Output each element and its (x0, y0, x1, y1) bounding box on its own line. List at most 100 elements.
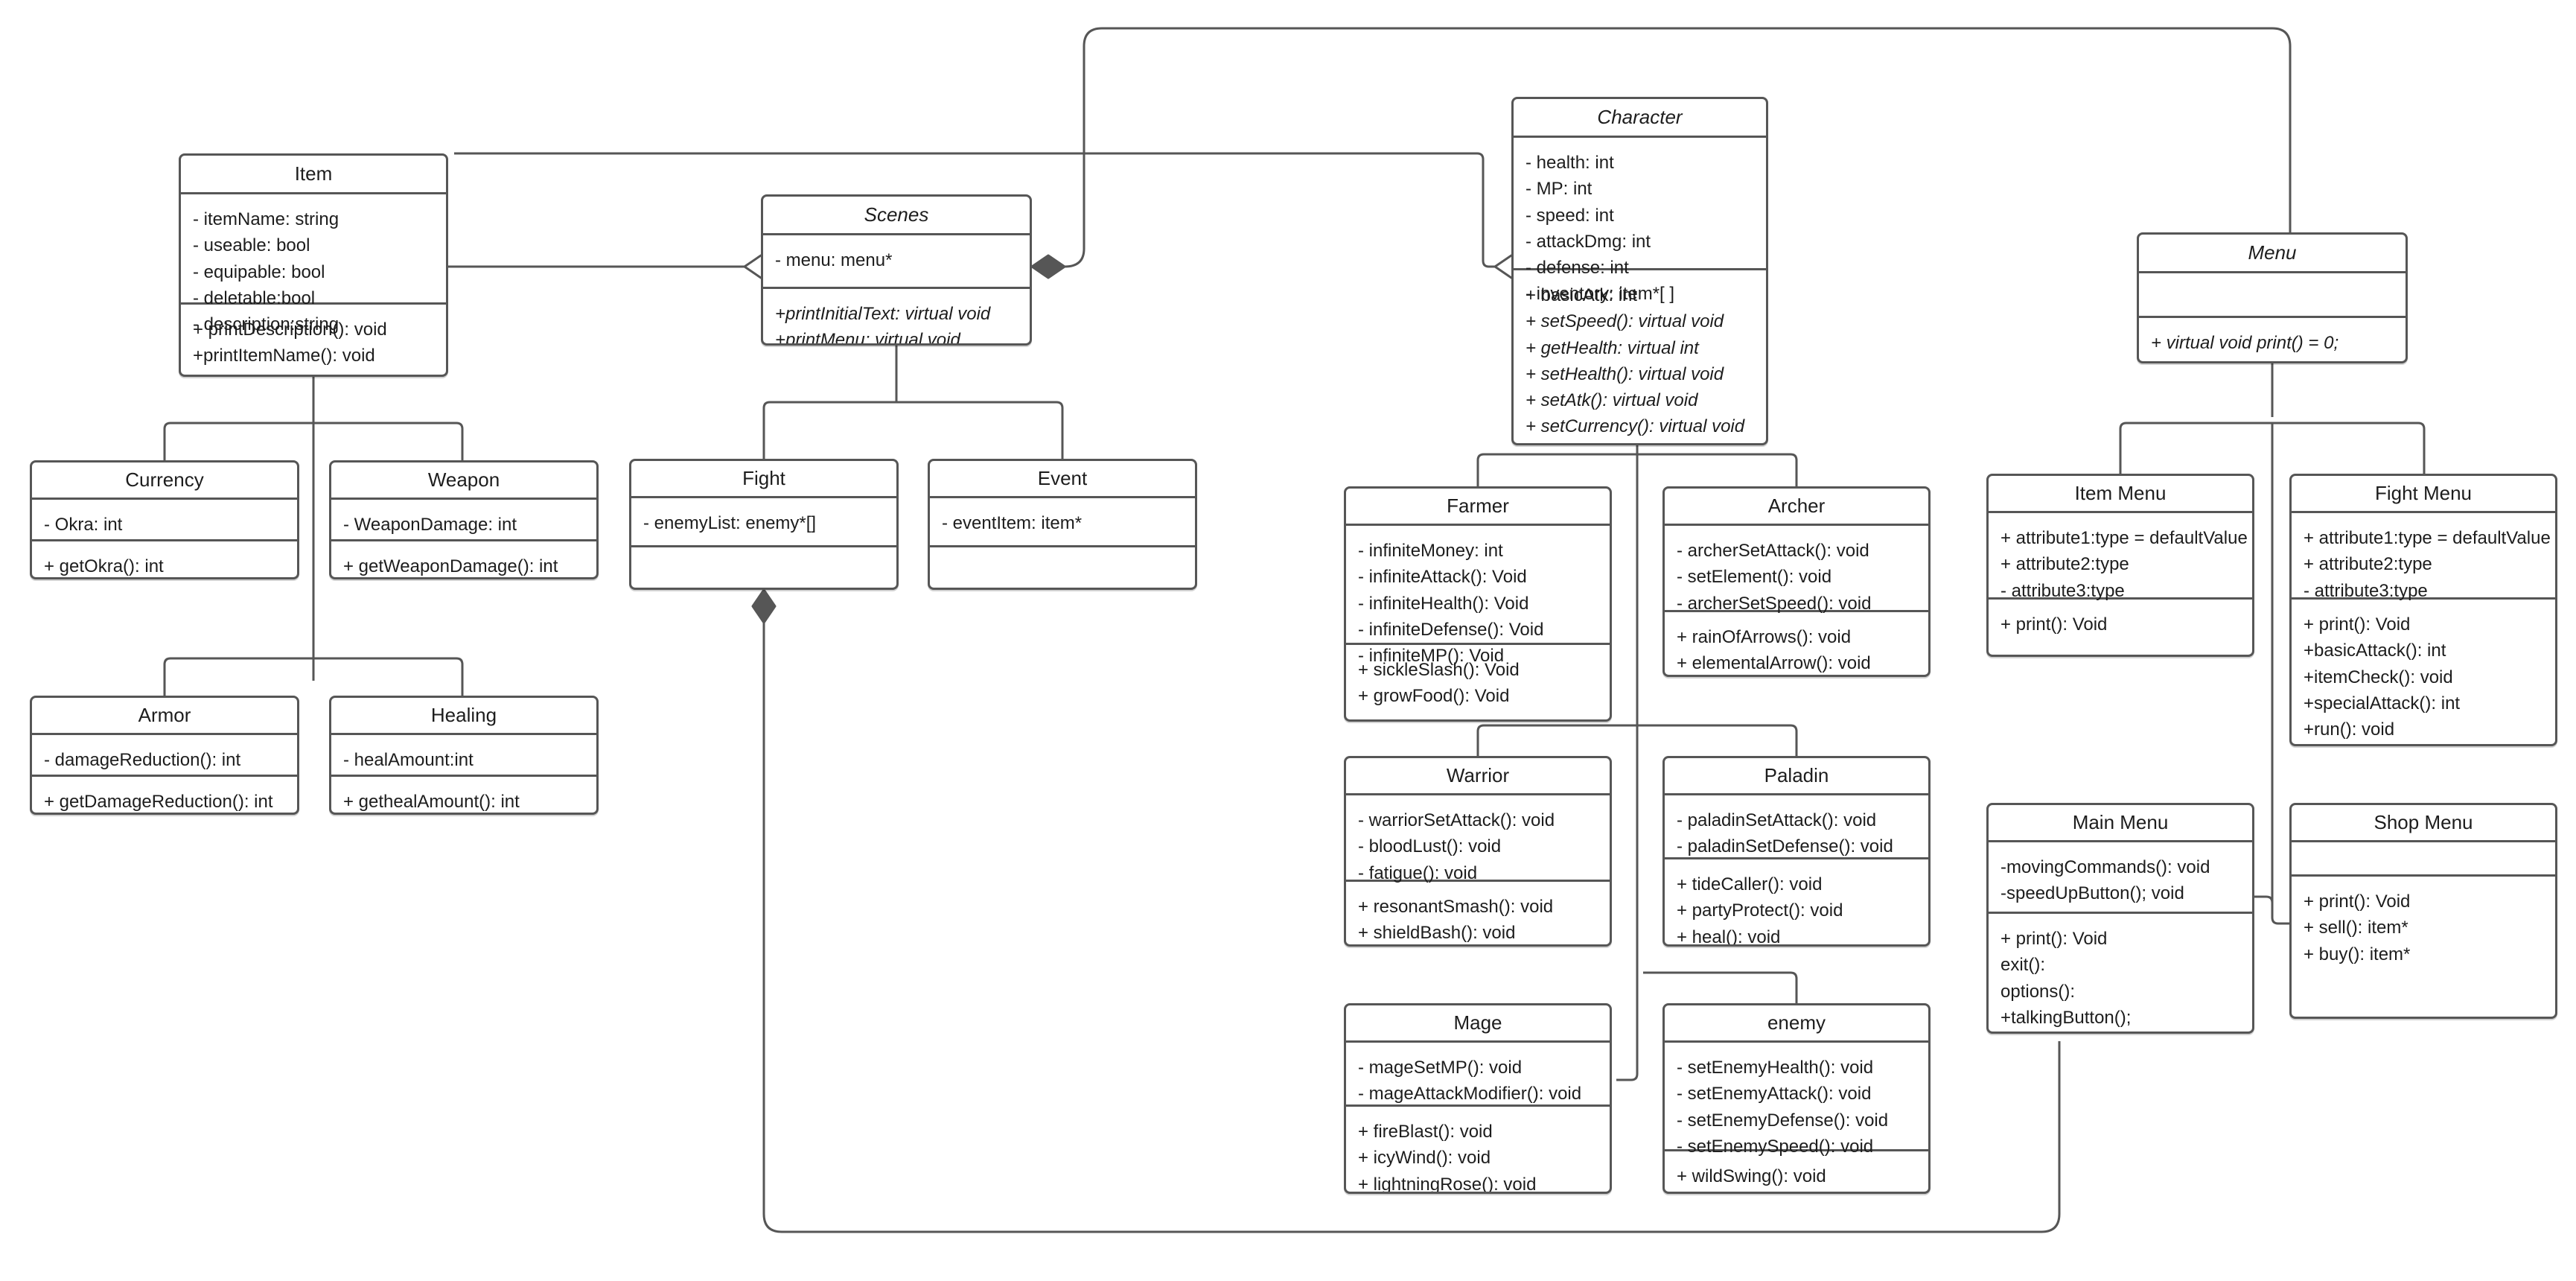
edge-character-to-mage (1616, 973, 1639, 1081)
uml-class-item[interactable]: Item- itemName: string- useable: bool- e… (179, 153, 448, 377)
uml-class-menu[interactable]: Menu + virtual void print() = 0; (2137, 232, 2408, 363)
operation: + lightningRose(): void (1358, 1174, 1537, 1194)
uml-class-scenes[interactable]: Scenes- menu: menu*+printInitialText: vi… (761, 194, 1032, 346)
class-attributes-farmer: - infiniteMoney: int- infiniteAttack(): … (1346, 526, 1610, 666)
attribute: - MP: int (1525, 179, 1593, 200)
class-operations-armor: + getDamageReduction(): int (32, 777, 297, 813)
attribute: - archerSetSpeed(): void (1677, 593, 1872, 614)
class-attributes-archer: - archerSetAttack(): void- setElement():… (1665, 526, 1928, 614)
attribute: - description:string (193, 314, 339, 335)
class-attributes-armor: - damageReduction(): int (32, 735, 297, 777)
class-operations-character: + basicAtk: int+ setSpeed(): virtual voi… (1514, 270, 1766, 444)
attribute: - menu: menu* (775, 250, 893, 270)
class-attributes-scenes: - menu: menu* (763, 235, 1030, 289)
class-operations-healing: + gethealAmount(): int (331, 777, 596, 813)
class-name-character: Character (1514, 99, 1766, 138)
class-name-fight: Fight (631, 461, 896, 498)
operation: + basicAtk: int (1525, 285, 1638, 305)
attribute: - warriorSetAttack(): void (1358, 810, 1555, 830)
operation: + setDefense(): virtual void (1525, 440, 1756, 444)
attribute: - setElement(): void (1677, 567, 1832, 588)
attribute: - paladinSetAttack(): void (1677, 810, 1877, 830)
uml-class-warrior[interactable]: Warrior- warriorSetAttack(): void- blood… (1344, 756, 1612, 947)
uml-class-farmer[interactable]: Farmer- infiniteMoney: int- infiniteAtta… (1344, 486, 1612, 722)
class-attributes-mage: - mageSetMP(): void- mageAttackModifier(… (1346, 1043, 1610, 1107)
attribute: - fatigue(): void (1358, 862, 1478, 883)
uml-class-fight[interactable]: Fight- enemyList: enemy*[] (629, 459, 899, 590)
edge-item-to-currency-weapon (163, 422, 464, 460)
operation: + buy(): item* (2304, 944, 2411, 964)
edge-item-to-armor-healing (163, 657, 464, 696)
attribute: + attribute2:type (2000, 554, 2129, 575)
operation: + virtual void print() = 0; (2151, 333, 2339, 353)
attribute: - damageReduction(): int (44, 750, 241, 770)
edge-character-to-enemy (1643, 971, 1798, 1003)
class-operations-currency: + getOkra(): int (32, 541, 297, 577)
uml-class-event[interactable]: Event - eventItem: item* (928, 459, 1197, 590)
uml-class-paladin[interactable]: Paladin- paladinSetAttack(): void- palad… (1662, 756, 1931, 947)
uml-class-armor[interactable]: Armor - damageReduction(): int + getDamage… (30, 696, 299, 815)
class-operations-shopmenu: + print(): Void+ sell(): item*+ buy(): i… (2292, 877, 2555, 979)
composition-diamond-scenes-right (1030, 254, 1066, 279)
edge-menu-to-itemmenu-fightmenu (2119, 422, 2426, 474)
class-name-healing: Healing (331, 698, 596, 735)
class-attributes-fight: - enemyList: enemy*[] (631, 498, 896, 547)
class-name-shopmenu: Shop Menu (2292, 805, 2555, 842)
uml-class-mainmenu[interactable]: Main Menu-movingCommands(): void-speedUp… (1986, 803, 2254, 1034)
attribute: - attribute3:type (2304, 580, 2428, 601)
class-attributes-shopmenu (2292, 842, 2555, 877)
attribute: - itemName: string (193, 209, 339, 229)
class-name-farmer: Farmer (1346, 489, 1610, 526)
uml-class-mage[interactable]: Mage- mageSetMP(): void- mageAttackModif… (1344, 1003, 1612, 1194)
class-attributes-mainmenu: -movingCommands(): void-speedUpButton();… (1989, 842, 2252, 914)
class-name-fightmenu: Fight Menu (2292, 476, 2555, 513)
attribute: - setEnemySpeed(): void (1677, 1136, 1874, 1157)
attribute: - eventItem: item* (942, 513, 1083, 533)
operation: + setAtk(): virtual void (1525, 390, 1698, 411)
class-name-armor: Armor (32, 698, 297, 735)
edge-character-left-stub (1482, 159, 1495, 268)
operation: +run(): void (2304, 719, 2395, 740)
attribute: + attribute2:type (2304, 554, 2432, 575)
class-operations-scenes: +printInitialText: virtual void +printMen… (763, 289, 1030, 346)
class-operations-item: + printDescription(): void+printItemName… (181, 305, 446, 375)
edge-character-to-farmer-archer (1476, 453, 1798, 486)
operation: + fireBlast(): void (1358, 1122, 1493, 1142)
uml-class-archer[interactable]: Archer- archerSetAttack(): void- setElem… (1662, 486, 1931, 677)
class-name-menu: Menu (2139, 235, 2406, 273)
attribute: - attribute3:type (2000, 580, 2125, 601)
operation: + setCurrency(): virtual void (1525, 416, 1745, 437)
class-name-itemmenu: Item Menu (1989, 476, 2252, 513)
class-attributes-weapon: - WeaponDamage: int (331, 500, 596, 541)
operation: + tideCaller(): void (1677, 874, 1823, 894)
class-attributes-itemmenu: + attribute1:type = defaultValue+ attrib… (1989, 513, 2252, 601)
operation: +printInitialText: virtual void (775, 304, 991, 324)
uml-class-character[interactable]: Character- health: int- MP: int- speed: … (1511, 97, 1768, 445)
operation: + elementalArrow(): void (1677, 653, 1871, 674)
attribute: -movingCommands(): void (2000, 857, 2210, 877)
class-name-warrior: Warrior (1346, 758, 1610, 795)
uml-class-healing[interactable]: Healing- healAmount:int+ gethealAmount()… (329, 696, 599, 815)
attribute: + attribute1:type = defaultValue (2304, 528, 2551, 548)
uml-class-weapon[interactable]: Weapon- WeaponDamage: int+ getWeaponDama… (329, 460, 599, 579)
uml-class-enemy[interactable]: enemy- setEnemyHealth(): void- setEnemyA… (1662, 1003, 1931, 1194)
class-operations-fightmenu: + print(): Void+basicAttack(): int+itemC… (2292, 600, 2555, 744)
class-name-mainmenu: Main Menu (1989, 805, 2252, 842)
class-name-weapon: Weapon (331, 463, 596, 500)
class-operations-warrior: + resonantSmash(): void+ shieldBash(): v… (1346, 882, 1610, 944)
operation: exit(): (2000, 955, 2045, 976)
uml-class-fightmenu[interactable]: Fight Menu + attribute1:type = defaultVal… (2289, 474, 2557, 746)
uml-class-currency[interactable]: Currency- Okra: int+ getOkra(): int (30, 460, 299, 579)
class-attributes-menu (2139, 273, 2406, 318)
uml-class-itemmenu[interactable]: Item Menu+ attribute1:type = defaultValu… (1986, 474, 2254, 657)
class-name-paladin: Paladin (1665, 758, 1928, 795)
class-name-enemy: enemy (1665, 1005, 1928, 1043)
attribute: - attackDmg: int (1525, 231, 1651, 252)
class-name-event: Event (930, 461, 1195, 498)
class-operations-itemmenu: + print(): Void (1989, 600, 2252, 649)
class-operations-farmer: + sickleSlash(): Void+ growFood(): Void (1346, 645, 1610, 719)
operation: + rainOfArrows(): void (1677, 627, 1852, 647)
operation: + print(): Void (2304, 891, 2411, 912)
operation: +printMenu: virtual void (775, 330, 960, 346)
uml-class-shopmenu[interactable]: Shop Menu + print(): Void+ sell(): item*+… (2289, 803, 2557, 1019)
